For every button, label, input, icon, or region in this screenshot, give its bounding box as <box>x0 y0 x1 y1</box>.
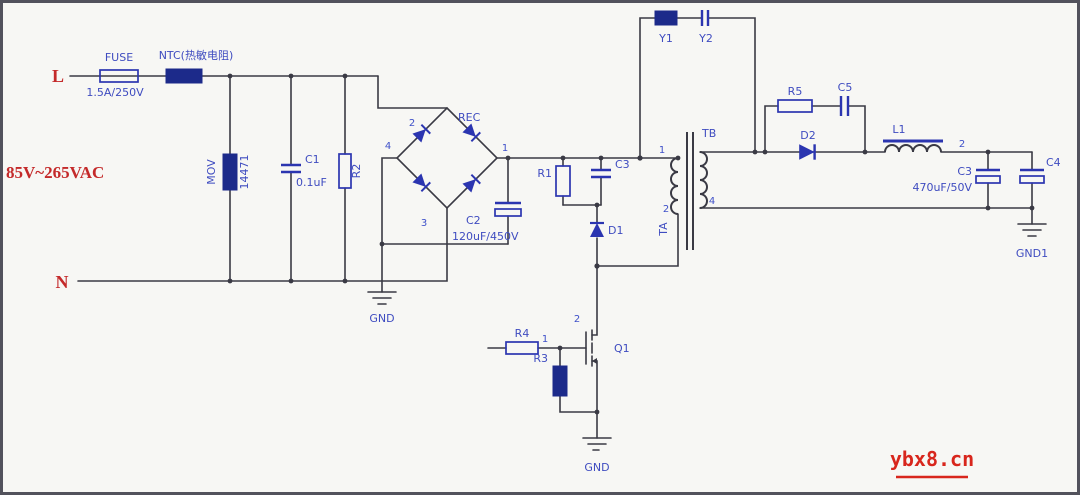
xfmr-pin1-label: 1 <box>659 145 665 156</box>
fuse-value-label: 1.5A/250V <box>86 86 144 99</box>
c2-value-label: 120uF/450V <box>452 230 519 243</box>
r3-ref-label: R3 <box>533 352 548 365</box>
neutral-n-label: N <box>56 272 69 292</box>
cap-c1 <box>281 163 301 174</box>
r4-ref-label: R4 <box>515 327 530 340</box>
fuse <box>99 69 139 83</box>
q1-ref-label: Q1 <box>614 342 630 355</box>
gnd-power-label: GND <box>584 461 609 474</box>
c2-ref-label: C2 <box>466 214 481 227</box>
inductor-l1 <box>883 139 943 153</box>
q1-pin2-label: 2 <box>574 314 580 325</box>
y1-ref-label: Y1 <box>658 32 673 45</box>
c5-ref-label: C5 <box>838 81 853 94</box>
tb-ref-label: TB <box>701 127 716 140</box>
cap-c3-snubber <box>591 168 611 179</box>
cap-c5 <box>839 96 850 116</box>
watermark: ybx8.cn <box>890 447 974 479</box>
rec-pin4-label: 4 <box>385 141 391 152</box>
ta-ref-label: TA <box>657 222 670 237</box>
rec-pin2-label: 2 <box>409 118 415 129</box>
bridge-rectifier <box>411 122 482 194</box>
r5-ref-label: R5 <box>788 85 803 98</box>
l1-pin2-label: 2 <box>959 139 965 150</box>
c4-ref-label: C4 <box>1046 156 1061 169</box>
transformer-secondary-winding <box>699 151 708 209</box>
resistor-r3 <box>552 365 568 397</box>
c1-value-label: 0.1uF <box>296 176 327 189</box>
xfmr-pin2-label: 2 <box>663 204 669 215</box>
d1-ref-label: D1 <box>608 224 623 237</box>
mov-value-label: 14471 <box>238 155 251 190</box>
xfmr-pin4-label: 4 <box>709 196 715 207</box>
ntc-ref-label: NTC(热敏电阻) <box>159 48 234 62</box>
line-l-label: L <box>52 66 64 86</box>
resistor-r4 <box>505 341 539 355</box>
diode-d2 <box>797 143 816 161</box>
gnd-symbol-primary <box>367 291 397 305</box>
c3-out-ref-label: C3 <box>957 165 972 178</box>
transformer-core <box>686 132 694 250</box>
varistor-mov <box>222 153 238 191</box>
gnd-symbol-secondary <box>1017 223 1047 237</box>
input-voltage-label: 85V~265VAC <box>6 163 104 182</box>
rec-pin3-label: 3 <box>421 218 427 229</box>
c3-out-value-label: 470uF/50V <box>912 181 972 194</box>
fuse-ref-label: FUSE <box>105 51 133 64</box>
rec-ref-label: REC <box>458 111 481 124</box>
q1-pin1-label: 1 <box>542 334 548 345</box>
r2-ref-label: R2 <box>350 164 363 179</box>
diode-d1 <box>588 221 606 239</box>
ntc-thermistor <box>165 68 203 84</box>
mosfet-source-arrow <box>592 358 597 364</box>
mosfet-q1 <box>585 329 597 367</box>
junction-dots <box>227 73 1035 415</box>
c1-ref-label: C1 <box>305 153 320 166</box>
c3-ref-label: C3 <box>615 158 630 171</box>
l1-ref-label: L1 <box>892 123 905 136</box>
watermark-text: ybx8.cn <box>890 447 974 471</box>
resistor-r2 <box>338 153 352 189</box>
cap-c4 <box>1019 168 1045 184</box>
transformer-primary-winding <box>670 157 679 215</box>
resistor-r1 <box>555 165 571 197</box>
cap-y1 <box>654 10 678 26</box>
cap-c3-output <box>975 168 1001 184</box>
r1-ref-label: R1 <box>537 167 552 180</box>
transformer <box>670 132 708 250</box>
gnd-symbol-power <box>582 437 612 451</box>
cap-c2 <box>494 201 522 217</box>
y2-ref-label: Y2 <box>698 32 713 45</box>
gnd-primary-label: GND <box>369 312 394 325</box>
gnd1-label: GND1 <box>1016 247 1048 260</box>
resistor-r5 <box>777 99 813 113</box>
circuit-wires <box>69 17 1033 439</box>
mov-ref-label: MOV <box>205 159 218 185</box>
d2-ref-label: D2 <box>800 129 815 142</box>
cap-y2 <box>700 10 710 26</box>
rec-pin1-label: 1 <box>502 143 508 154</box>
